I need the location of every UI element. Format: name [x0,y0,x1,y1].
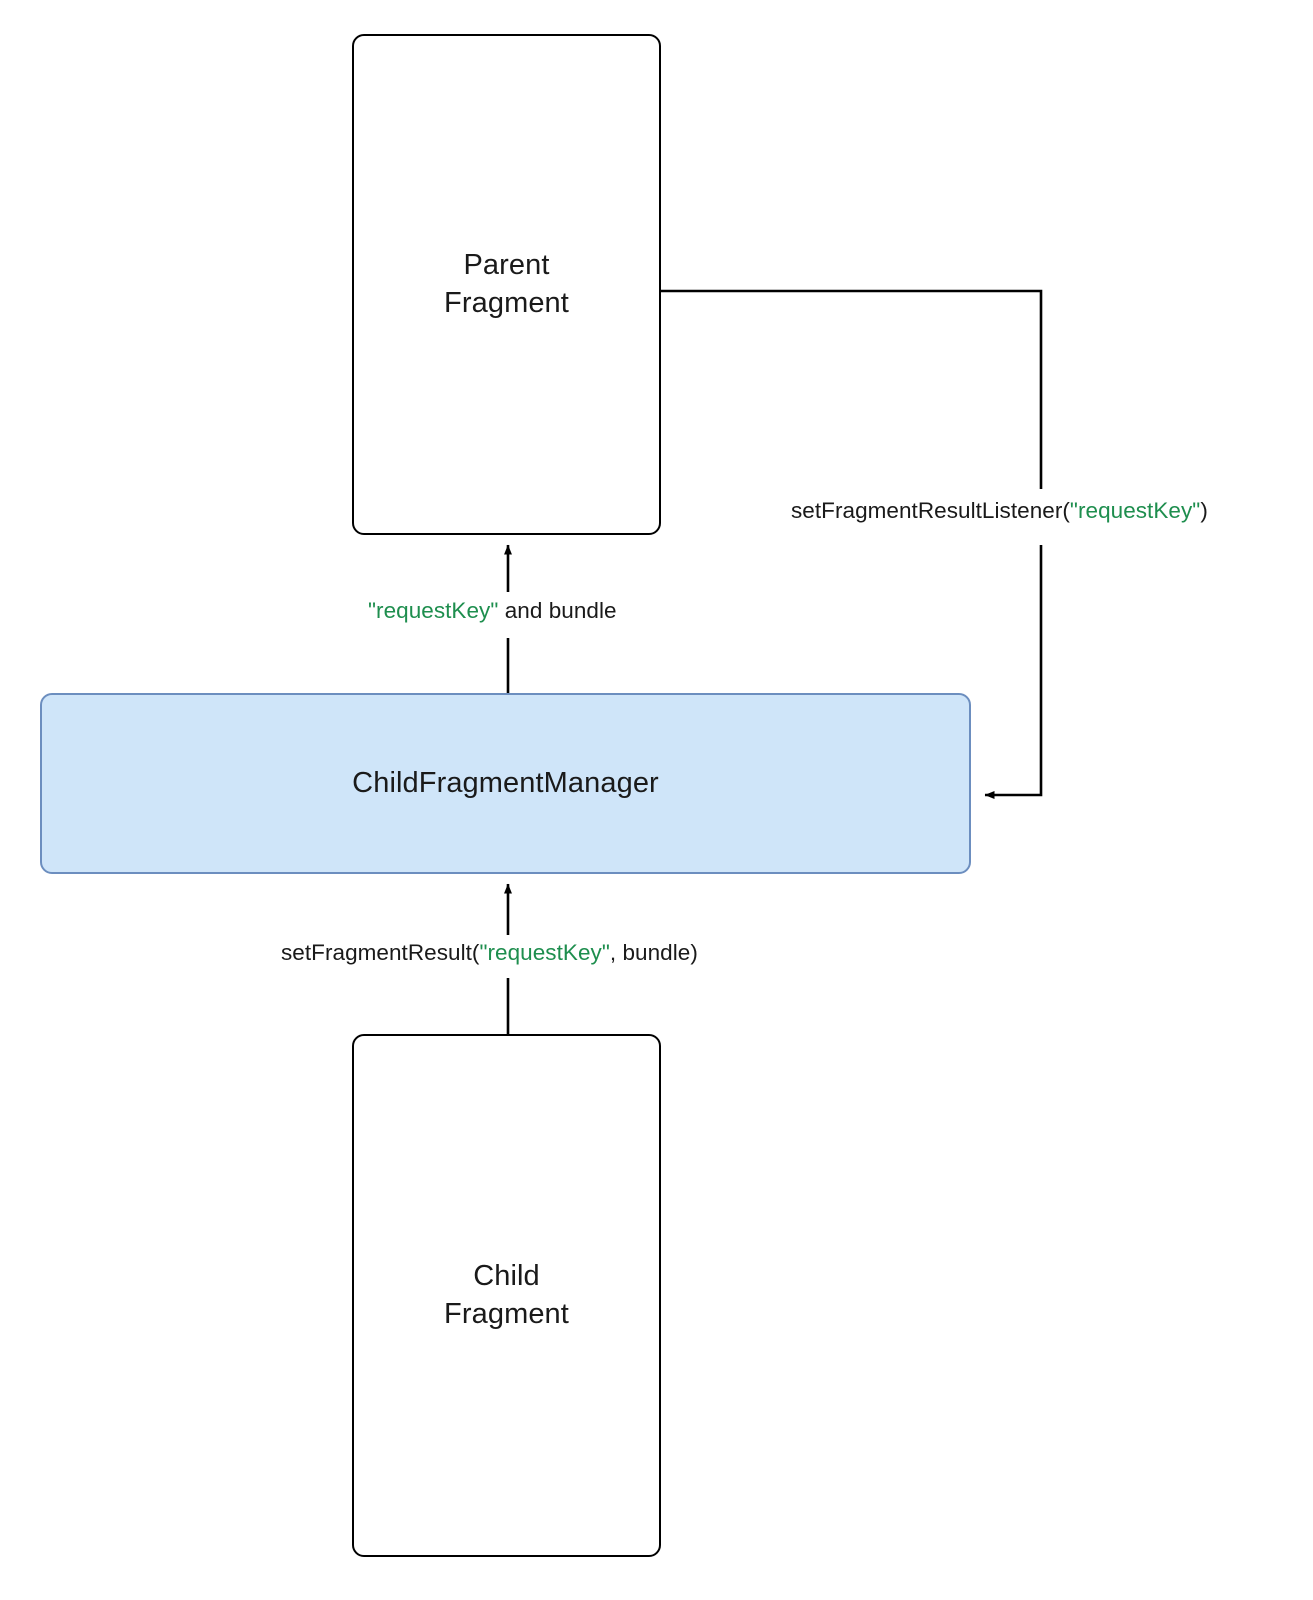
edge-label-listener-prefix: setFragmentResultListener( [791,498,1070,523]
node-parent-fragment-label: Parent Fragment [444,249,569,319]
edge-label-set-result-key: "requestKey" [479,940,610,965]
node-child-fragment-manager[interactable]: ChildFragmentManager [40,693,971,874]
edge-label-listener: setFragmentResultListener("requestKey") [791,498,1208,524]
edge-label-listener-suffix: ) [1200,498,1208,523]
edge-label-set-result-prefix: setFragmentResult( [281,940,480,965]
edge-label-set-result-suffix: , bundle) [609,940,698,965]
node-child-fragment-label: Child Fragment [444,1260,569,1330]
node-child-fragment[interactable]: Child Fragment [352,1034,661,1557]
node-child-fragment-manager-label: ChildFragmentManager [352,767,659,799]
connector-listener [661,289,1043,799]
edge-label-listener-key: "requestKey" [1069,498,1201,523]
edge-label-result-delivery-key: "requestKey" [368,598,499,623]
edge-label-result-delivery-suffix: and bundle [498,598,617,623]
node-parent-fragment[interactable]: Parent Fragment [352,34,661,535]
edge-label-result-delivery: "requestKey" and bundle [368,598,617,624]
edge-label-set-result: setFragmentResult("requestKey", bundle) [281,940,698,966]
